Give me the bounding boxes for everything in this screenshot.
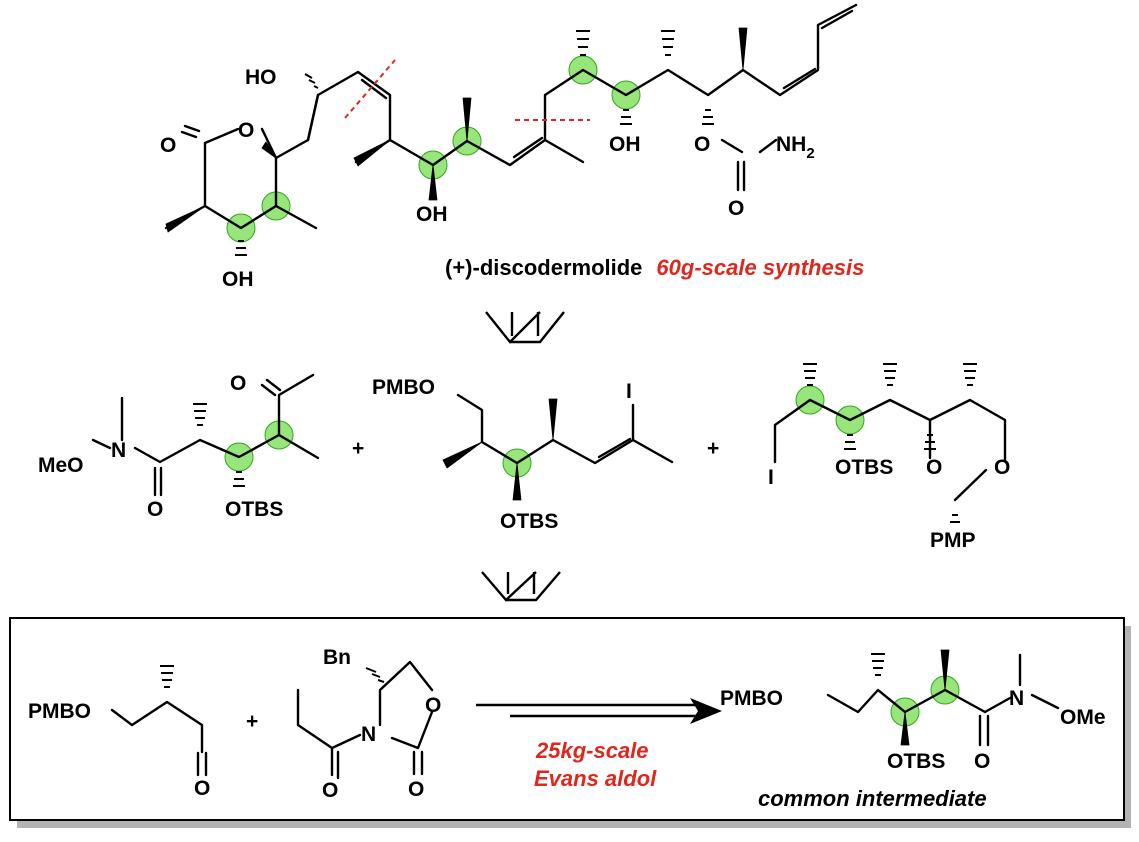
hash-bond	[576, 30, 590, 56]
methoxy-label: OMe	[1060, 706, 1106, 729]
wedge-bond	[353, 139, 391, 167]
condition-scale: 25kg-scale	[535, 738, 649, 763]
fragment-left: O N MeO O OTBS	[38, 372, 320, 521]
otbs-label: OTBS	[500, 510, 558, 533]
iodide-label: I	[768, 466, 774, 489]
hash-bond	[235, 240, 247, 256]
reaction-arrow	[476, 698, 722, 724]
iodide-label: I	[626, 380, 632, 403]
plus-sign: +	[246, 710, 258, 733]
carbamate-carbonyl-label: O	[728, 197, 744, 220]
wedge-bond	[428, 164, 438, 201]
pmp-label: PMP	[930, 529, 976, 552]
hash-bond	[160, 665, 174, 688]
pmbo-label: PMBO	[28, 700, 91, 723]
fragment-middle: PMBO I OTBS	[372, 376, 674, 533]
wedge-bond	[261, 141, 277, 159]
hash-bond	[950, 514, 960, 523]
oxazolidinone-n-label: N	[361, 723, 376, 746]
target-name: (+)-discodermolide	[445, 255, 642, 280]
pmbo-label: PMBO	[720, 687, 783, 710]
condition-reaction: Evans aldol	[534, 766, 657, 791]
pmbo-label: PMBO	[372, 376, 435, 399]
ring-o-label: O	[238, 119, 254, 142]
discodermolide-structure: HO O O OH OH OH O NH2 O (+)-discodermoli…	[160, 3, 864, 291]
plus-sign: +	[352, 437, 364, 460]
product-caption: common intermediate	[758, 786, 987, 811]
hash-bond	[963, 363, 977, 386]
hash-bond	[365, 667, 385, 683]
wedge-bond	[512, 462, 522, 501]
target-caption: (+)-discodermolide 60g-scale synthesis	[445, 255, 864, 280]
hash-bond	[924, 434, 936, 450]
oxazolidinone-ring-o-label: O	[425, 694, 441, 717]
carbamate-n-label: NH2	[776, 133, 815, 162]
retrosynthesis-arrow	[485, 311, 565, 344]
disconnection-line	[344, 59, 396, 119]
otbs-label: OTBS	[887, 750, 945, 773]
hash-bond	[883, 363, 897, 386]
amide-n-label: N	[111, 439, 126, 462]
hash-bond	[620, 109, 632, 125]
retrosynthesis-arrow	[481, 571, 561, 602]
aldehyde-o-label: O	[194, 777, 210, 800]
wedge-bond	[940, 649, 950, 691]
fragment-right: I OTBS O O PMP	[768, 363, 1010, 552]
ketone-o-label: O	[230, 372, 246, 395]
carbonyl-o-label: O	[160, 134, 176, 157]
hash-bond	[803, 363, 817, 386]
plus-sign: +	[707, 437, 719, 460]
acyl-o-label: O	[322, 779, 338, 802]
wedge-bond	[900, 711, 910, 746]
amide-n-label: N	[1009, 687, 1024, 710]
aldehyde-structure: PMBO O	[28, 665, 210, 800]
hash-bond	[871, 653, 885, 676]
target-scale-note: 60g-scale synthesis	[656, 255, 864, 280]
otbs-label: OTBS	[835, 456, 893, 479]
amide-o-label: O	[147, 498, 163, 521]
wedge-bond	[442, 441, 483, 469]
hash-bond	[304, 73, 319, 89]
acetal-o-label: O	[926, 456, 942, 479]
oxazolidinone-structure: Bn N O O O	[296, 646, 441, 802]
hash-bond	[661, 30, 675, 56]
hydroxyl-label: OH	[609, 133, 641, 156]
otbs-label: OTBS	[225, 498, 283, 521]
hydroxyl-label: HO	[245, 66, 277, 89]
benzyl-label: Bn	[323, 646, 351, 669]
wedge-bond	[738, 27, 748, 71]
hash-bond	[844, 434, 856, 450]
carbamate-o-label: O	[694, 133, 710, 156]
hash-bond	[193, 403, 207, 426]
hash-bond	[702, 109, 714, 125]
wedge-bond	[165, 205, 206, 233]
wedge-bond	[462, 97, 472, 142]
common-intermediate-structure: PMBO N OMe OTBS O common intermediate	[720, 649, 1106, 811]
hydroxyl-label: OH	[416, 203, 448, 226]
amide-o-label: O	[974, 750, 990, 773]
common-intermediate-box	[9, 617, 1125, 821]
hash-bond	[233, 471, 245, 487]
wedge-bond	[548, 398, 558, 441]
acetal-o-label: O	[994, 456, 1010, 479]
hydroxyl-label: OH	[222, 268, 254, 291]
oxazolidinone-carbonyl-label: O	[408, 778, 424, 801]
methoxy-label: MeO	[38, 454, 84, 477]
